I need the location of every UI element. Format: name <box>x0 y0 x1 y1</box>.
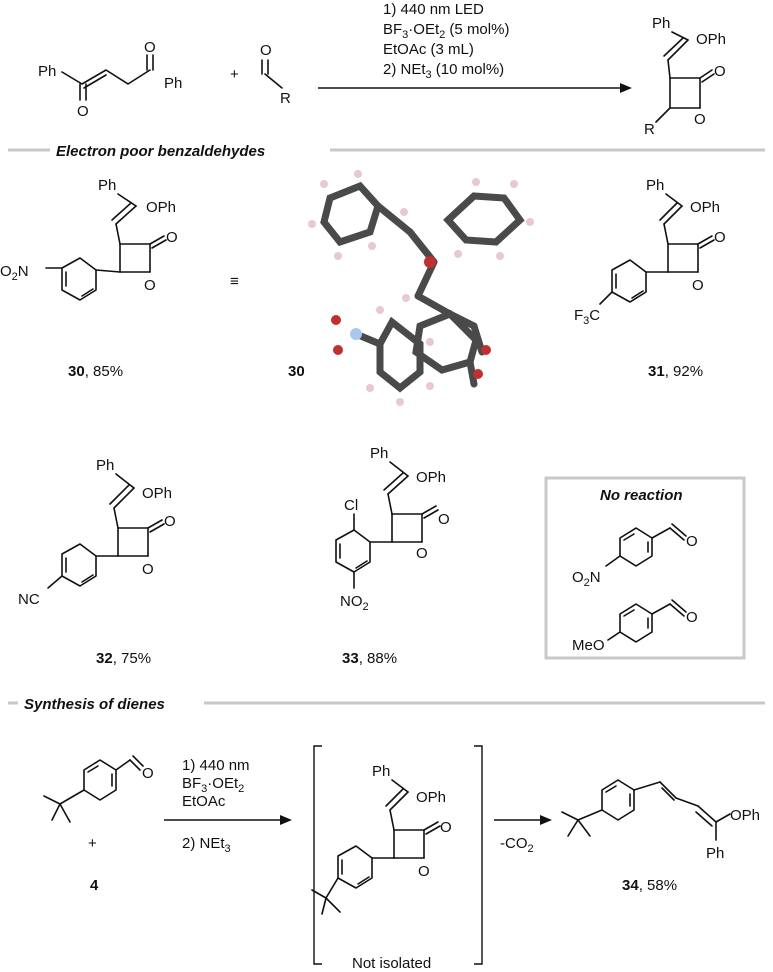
svg-text:O: O <box>440 819 452 836</box>
product-beta-lactone: Ph OPh O O R <box>644 15 726 138</box>
svg-text:OPh: OPh <box>142 485 172 502</box>
svg-text:2) NEt3: 2) NEt3 <box>182 835 231 855</box>
dibenzoylethylene-structure: Ph O O Ph <box>38 39 182 120</box>
reaction-conditions: 1) 440 nm LED BF3·OEt2 (5 mol%) EtOAc (3… <box>383 1 509 81</box>
svg-text:O: O <box>260 42 272 59</box>
svg-text:OPh: OPh <box>416 789 446 806</box>
diene-34-structure: OPh Ph <box>561 779 760 862</box>
svg-text:O: O <box>714 63 726 80</box>
svg-text:2) NEt3 (10 mol%): 2) NEt3 (10 mol%) <box>383 61 504 81</box>
svg-text:OPh: OPh <box>416 469 446 486</box>
aldehyde-structure: O R <box>260 42 291 107</box>
intermediate-brackets <box>313 745 483 965</box>
diene-arrow-1 <box>164 815 292 825</box>
crystal-structure-30 <box>308 170 534 406</box>
svg-text:EtOAc: EtOAc <box>182 793 226 810</box>
compound-30-crystal-label: 30 <box>288 363 305 380</box>
svg-text:BF3·OEt2 (5 mol%): BF3·OEt2 (5 mol%) <box>383 21 509 41</box>
svg-text:EtOAc (3 mL): EtOAc (3 mL) <box>383 41 474 58</box>
compound-30-structure: Ph OPh O O O2N <box>0 177 178 301</box>
svg-text:Ph: Ph <box>372 763 390 780</box>
svg-text:O: O <box>694 111 706 128</box>
compound-34-label: 34, 58% <box>622 877 677 894</box>
svg-text:O: O <box>714 229 726 246</box>
no-reaction-box <box>544 476 746 660</box>
svg-text:R: R <box>644 121 655 138</box>
svg-text:O: O <box>686 533 698 550</box>
not-isolated-label: Not isolated <box>352 955 431 972</box>
svg-text:Ph: Ph <box>646 177 664 194</box>
svg-text:O: O <box>144 39 156 56</box>
svg-text:O: O <box>686 609 698 626</box>
svg-text:Ph: Ph <box>652 15 670 32</box>
svg-text:OPh: OPh <box>730 807 760 824</box>
svg-text:O: O <box>144 277 156 294</box>
svg-text:O: O <box>164 513 176 530</box>
diene-arrow-2 <box>494 815 552 825</box>
compound-33-structure: Ph OPh O O Cl NO2 <box>335 445 450 613</box>
diene-conditions: 1) 440 nm BF3·OEt2 EtOAc 2) NEt3 <box>182 757 250 855</box>
svg-text:Ph: Ph <box>38 63 56 80</box>
no-reaction-nitrobenzaldehyde: O O2N <box>572 523 698 589</box>
svg-text:O: O <box>416 545 428 562</box>
equivalence-sign: ≡ <box>230 273 239 290</box>
svg-text:1) 440 nm LED: 1) 440 nm LED <box>383 1 484 18</box>
svg-text:OPh: OPh <box>696 31 726 48</box>
svg-text:O: O <box>142 765 154 782</box>
aldehyde-4-structure: O <box>43 755 154 823</box>
svg-text:O2N: O2N <box>0 263 29 283</box>
svg-text:NC: NC <box>18 591 40 608</box>
svg-text:F3C: F3C <box>574 307 600 327</box>
svg-text:BF3·OEt2: BF3·OEt2 <box>182 775 244 795</box>
svg-text:O: O <box>77 103 89 120</box>
no-reaction-methoxybenzaldehyde: O MeO <box>572 599 698 654</box>
svg-text:O: O <box>692 277 704 294</box>
compound-31-structure: Ph OPh O O F3C <box>574 177 726 327</box>
compound-30-label: 30, 85% <box>68 363 123 380</box>
plus-sign-2: + <box>88 835 97 852</box>
compound-33-label: 33, 88% <box>342 650 397 667</box>
svg-text:O: O <box>166 229 178 246</box>
compound-32-structure: Ph OPh O O NC <box>18 457 176 608</box>
svg-text:Ph: Ph <box>370 445 388 462</box>
svg-text:MeO: MeO <box>572 637 605 654</box>
main-reaction-arrow <box>318 83 632 93</box>
svg-text:Ph: Ph <box>96 457 114 474</box>
compound-4-label: 4 <box>90 877 99 894</box>
svg-text:OPh: OPh <box>146 199 176 216</box>
section-electron-poor: Electron poor benzaldehydes <box>56 143 265 160</box>
compound-31-label: 31, 92% <box>648 363 703 380</box>
plus-sign: + <box>230 66 239 83</box>
intermediate-lactone: Ph OPh O O <box>311 763 452 915</box>
svg-text:O2N: O2N <box>572 569 601 589</box>
svg-text:O: O <box>438 511 450 528</box>
compound-32-label: 32, 75% <box>96 650 151 667</box>
svg-text:Ph: Ph <box>706 845 724 862</box>
svg-text:Ph: Ph <box>164 75 182 92</box>
no-reaction-title: No reaction <box>600 487 683 504</box>
svg-text:O: O <box>142 561 154 578</box>
svg-text:Cl: Cl <box>344 497 358 514</box>
co2-loss-label: -CO2 <box>500 835 534 855</box>
svg-text:NO2: NO2 <box>340 593 369 613</box>
svg-text:OPh: OPh <box>690 199 720 216</box>
section-synthesis-dienes: Synthesis of dienes <box>24 696 165 713</box>
svg-text:Ph: Ph <box>98 177 116 194</box>
svg-text:1) 440 nm: 1) 440 nm <box>182 757 250 774</box>
svg-text:O: O <box>418 863 430 880</box>
svg-text:R: R <box>280 90 291 107</box>
